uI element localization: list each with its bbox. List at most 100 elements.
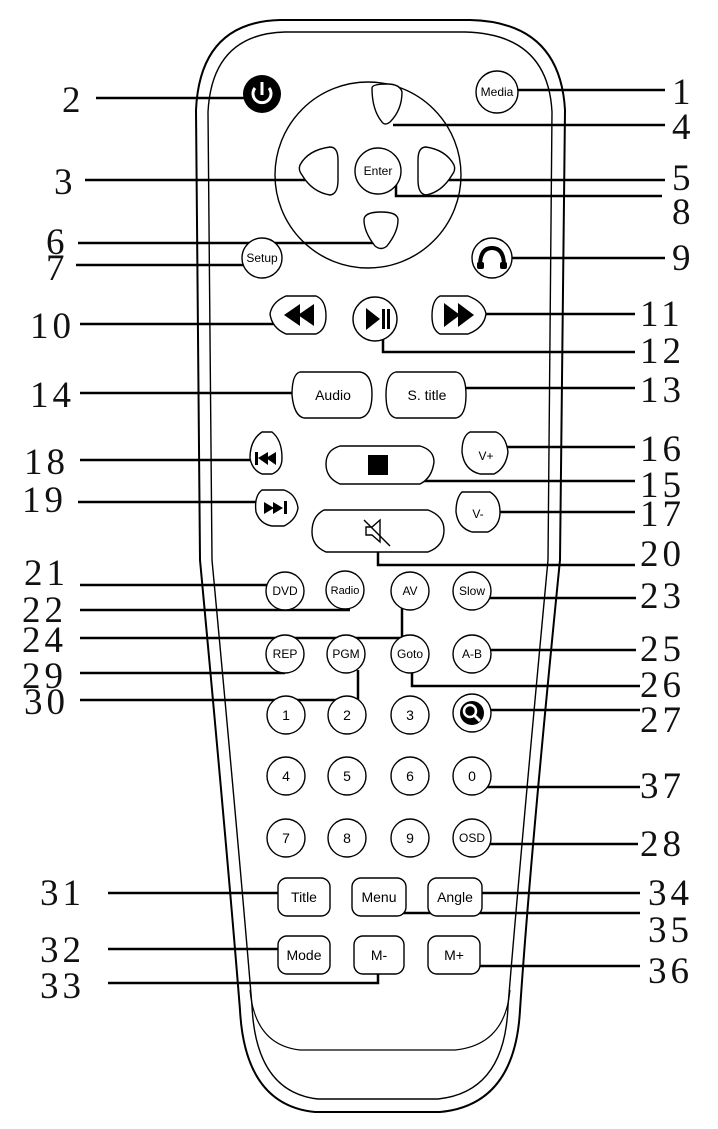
digit-3-button[interactable]: 3: [390, 695, 430, 735]
callout-28: 28: [640, 824, 685, 865]
callout-23: 23: [640, 576, 685, 617]
fast-forward-button[interactable]: [431, 295, 487, 335]
volume-up-button[interactable]: V+: [461, 431, 509, 475]
subtitle-button-label: S. title: [408, 387, 447, 403]
repeat-button[interactable]: REP: [265, 634, 305, 674]
digit-label: 2: [343, 707, 351, 723]
stop-button[interactable]: [325, 445, 435, 485]
leader-lines: [76, 88, 665, 985]
next-track-button[interactable]: [254, 489, 299, 527]
headphone-icon: [477, 245, 507, 269]
callout-32: 32: [40, 930, 85, 971]
digit-4-button[interactable]: 4: [266, 756, 306, 796]
callout-26: 26: [640, 665, 685, 706]
osd-button[interactable]: OSD: [452, 818, 492, 858]
radio-button[interactable]: Radio: [325, 570, 365, 610]
digit-9-button[interactable]: 9: [390, 818, 430, 858]
callout-31: 31: [40, 873, 85, 914]
slow-button[interactable]: Slow: [452, 571, 492, 611]
goto-button-label: Goto: [397, 647, 423, 661]
digit-1-button[interactable]: 1: [266, 695, 306, 735]
rewind-button[interactable]: [269, 295, 327, 335]
stop-icon: [368, 455, 388, 475]
enter-button-label: Enter: [364, 164, 393, 178]
digit-7-button[interactable]: 7: [266, 818, 306, 858]
subtitle-button[interactable]: S. title: [385, 371, 467, 419]
digit-6-button[interactable]: 6: [390, 756, 430, 796]
callout-numbers: 2 1 4 3 5 8 6 7 9 10 11 12 14 13 18 16 1…: [22, 72, 695, 1007]
callout-25: 25: [640, 629, 685, 670]
callout-18: 18: [24, 442, 69, 483]
callout-11: 11: [640, 294, 684, 335]
power-button[interactable]: [243, 75, 281, 113]
digit-label: 6: [406, 768, 414, 784]
ab-repeat-button-label: A-B: [462, 647, 482, 661]
setup-button[interactable]: Setup: [241, 237, 283, 279]
menu-button-label: Menu: [361, 889, 396, 905]
audio-button[interactable]: Audio: [291, 371, 373, 419]
digit-2-button[interactable]: 2: [327, 695, 367, 735]
callout-13: 13: [640, 370, 685, 411]
previous-track-button[interactable]: [249, 431, 283, 475]
digit-5-button[interactable]: 5: [327, 756, 367, 796]
callout-20: 20: [640, 534, 685, 575]
nav-down-button[interactable]: [363, 211, 399, 250]
enter-button[interactable]: Enter: [354, 147, 402, 195]
av-button[interactable]: AV: [390, 571, 430, 611]
callout-21: 21: [24, 553, 69, 594]
digit-label: 1: [282, 707, 290, 723]
memory-down-button-label: M-: [371, 947, 388, 963]
callout-17: 17: [640, 494, 685, 535]
callout-33: 33: [40, 966, 85, 1007]
mute-icon: [363, 518, 391, 547]
digit-0-button[interactable]: 0: [452, 756, 492, 796]
callout-9: 9: [672, 238, 695, 279]
callout-22: 22: [22, 590, 67, 631]
media-button[interactable]: Media: [475, 70, 519, 114]
title-button-label: Title: [291, 889, 317, 905]
digit-8-button[interactable]: 8: [327, 818, 367, 858]
mute-button[interactable]: [311, 509, 445, 553]
play-pause-button[interactable]: [352, 296, 398, 342]
digit-label: 5: [343, 768, 351, 784]
callout-24: 24: [22, 620, 67, 661]
headphone-button[interactable]: [471, 237, 513, 279]
osd-button-label: OSD: [459, 831, 485, 845]
mode-button-label: Mode: [286, 947, 321, 963]
radio-button-label: Radio: [331, 585, 360, 597]
callout-7: 7: [46, 248, 69, 289]
callout-29: 29: [22, 656, 67, 697]
fast-forward-icon: [444, 303, 474, 327]
program-button-label: PGM: [332, 647, 359, 661]
callout-14: 14: [30, 375, 75, 416]
callout-35: 35: [648, 910, 693, 951]
nav-left-button[interactable]: [298, 146, 339, 196]
volume-down-button[interactable]: V-: [455, 491, 501, 533]
callout-16: 16: [640, 429, 685, 470]
remote-bottom-inner-rim: [249, 989, 511, 1051]
title-button[interactable]: Title: [277, 877, 331, 917]
next-icon: [264, 501, 287, 514]
zoom-icon: [460, 701, 484, 725]
dvd-button[interactable]: DVD: [265, 571, 305, 611]
angle-button[interactable]: Angle: [427, 877, 483, 917]
menu-button[interactable]: Menu: [351, 877, 407, 917]
callout-10: 10: [30, 306, 75, 347]
digit-label: 9: [406, 830, 414, 846]
nav-right-button[interactable]: [417, 146, 456, 196]
program-button[interactable]: PGM: [326, 634, 366, 674]
audio-button-label: Audio: [315, 387, 351, 403]
callout-19: 19: [22, 480, 67, 521]
volume-up-button-label: V+: [478, 449, 493, 463]
previous-icon: [255, 452, 276, 465]
callout-34: 34: [648, 873, 693, 914]
zoom-button[interactable]: [452, 693, 492, 733]
media-button-label: Media: [481, 85, 514, 99]
mode-button[interactable]: Mode: [277, 935, 331, 975]
memory-down-button[interactable]: M-: [353, 935, 405, 975]
memory-up-button[interactable]: M+: [427, 935, 481, 975]
goto-button[interactable]: Goto: [390, 634, 430, 674]
ab-repeat-button[interactable]: A-B: [452, 634, 492, 674]
nav-up-button[interactable]: [371, 83, 403, 125]
angle-button-label: Angle: [437, 889, 473, 905]
